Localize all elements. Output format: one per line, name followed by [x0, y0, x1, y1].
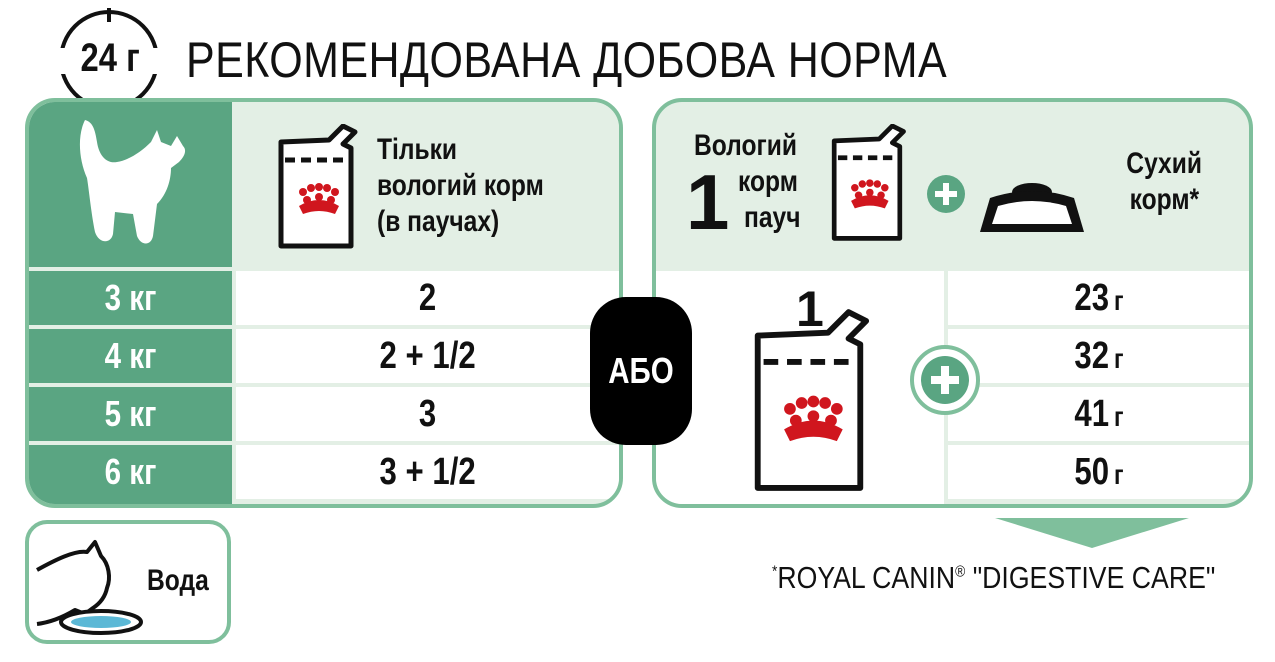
- portion-size-label: 24 г: [80, 36, 140, 80]
- bowl-icon: [980, 183, 1084, 232]
- portion-value: 2 + 1/2: [236, 329, 619, 383]
- portion-value: 2: [236, 271, 619, 325]
- wet-label-line3: пауч: [744, 201, 801, 234]
- pouch-icon: [278, 124, 358, 249]
- weight-5kg: 5 кг: [104, 393, 157, 434]
- wet-count: 1: [686, 158, 730, 246]
- pouch-icon: [831, 124, 906, 241]
- mixed-feeding-table: Вологий 1 корм пауч Сухий корм* 1: [652, 98, 1253, 508]
- wet-food-only-table: Тільки вологий корм (в паучах) 3 кг 2 4 …: [25, 98, 623, 508]
- pouch-icon: [754, 309, 870, 491]
- portion-value: 3: [236, 387, 619, 441]
- drinking-cat-icon: [36, 540, 143, 635]
- footnote: *ROYAL CANIN® "DIGESTIVE CARE": [772, 560, 1216, 595]
- arrow-down-icon: [995, 518, 1189, 548]
- plus-icon: [927, 175, 965, 213]
- or-badge: АБО: [590, 297, 692, 445]
- portion-value: 3 + 1/2: [236, 445, 619, 499]
- cat-icon: [79, 120, 186, 244]
- water-box: Вода: [25, 520, 231, 644]
- dry-food-header-text: Сухий корм*: [1126, 147, 1202, 216]
- plus-icon: [910, 345, 980, 415]
- wet-only-header-text: Тільки вологий корм (в паучах): [377, 133, 544, 238]
- page-title: РЕКОМЕНДОВАНА ДОБОВА НОРМА: [186, 32, 948, 88]
- pouch-count: 1: [796, 281, 824, 337]
- water-label: Вода: [147, 564, 209, 597]
- wet-label-line2: корм: [738, 165, 798, 198]
- weight-6kg: 6 кг: [104, 451, 157, 492]
- wet-label-line1: Вологий: [694, 129, 798, 162]
- stopwatch-icon: [50, 8, 168, 110]
- weight-3kg: 3 кг: [104, 277, 157, 318]
- weight-4kg: 4 кг: [104, 335, 157, 376]
